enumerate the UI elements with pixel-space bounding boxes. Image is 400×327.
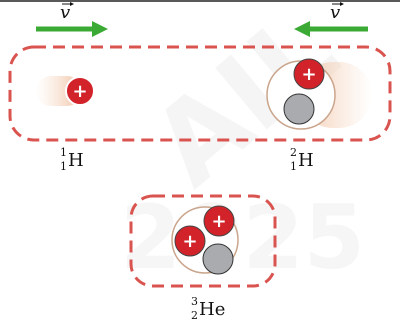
hydrogen-2-nucleus: + [267,59,372,129]
helium-3-nucleus: + + [172,206,238,274]
atomic-number: 2 [191,309,198,322]
label-hydrogen-2: 2 1 H [290,146,314,173]
velocity-arrow-left: v [36,2,108,37]
atomic-number: 1 [290,160,297,173]
element-symbol: H [298,150,314,171]
velocity-label-left: v [60,2,70,23]
mass-number: 1 [60,146,67,159]
neutron [203,244,233,274]
proton-sign: + [72,81,87,102]
mass-number: 2 [290,146,297,159]
watermark: AIL 2025 [120,0,365,289]
element-symbol: H [68,150,84,171]
proton-sign: + [211,211,226,232]
mass-number: 3 [191,295,198,308]
hydrogen-1-nucleus: + [36,76,94,106]
proton-sign: + [182,231,197,252]
label-helium-3: 3 2 He [191,295,225,322]
element-symbol: He [199,299,225,320]
neutron [284,94,314,124]
velocity-label-right: v [330,2,340,23]
proton-sign: + [301,64,316,85]
watermark-year: 2025 [120,186,365,289]
atomic-number: 1 [60,160,67,173]
label-hydrogen-1: 1 1 H [60,146,84,173]
